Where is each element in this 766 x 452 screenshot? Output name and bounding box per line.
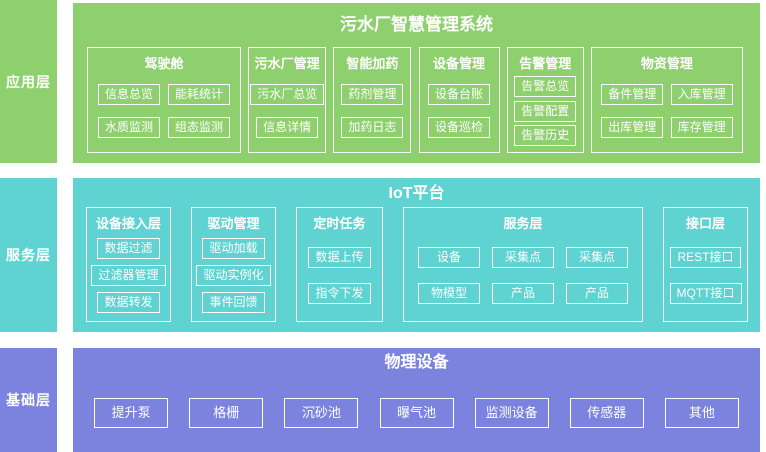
group-plant-management-title: 污水厂管理 (254, 56, 320, 71)
application-layer-panel: 污水厂智慧管理系统 驾驶舱 信息总览 能耗统计 水质监测 组态监测 污水厂管理 … (73, 3, 760, 163)
base-layer-panel: 物理设备 提升泵 格栅 沉砂池 曝气池 监测设备 传感器 其他 (73, 348, 760, 452)
node-reagent-management: 药剂管理 (341, 84, 404, 105)
base-panel-title: 物理设备 (384, 354, 449, 371)
group-driver-management-title: 驱动管理 (207, 216, 260, 231)
group-scheduled-tasks: 定时任务 数据上传 指令下发 (296, 207, 383, 322)
group-alarm-management: 告警管理 告警总览 告警配置 告警历史 (506, 47, 584, 153)
node-collection-point-2: 采集点 (566, 247, 628, 268)
node-alarm-config: 告警配置 (514, 100, 577, 122)
node-equipment-ledger: 设备台账 (428, 84, 491, 105)
node-data-filter: 数据过滤 (97, 238, 160, 259)
group-driver-management-items: 驱动加载 驱动实例化 事件回馈 (192, 232, 275, 321)
base-items: 提升泵 格栅 沉砂池 曝气池 监测设备 传感器 其他 (73, 373, 760, 452)
node-monitoring-equipment: 监测设备 (474, 397, 549, 428)
group-equipment-management-items: 设备台账 设备巡检 (420, 72, 499, 152)
node-command-dispatch: 指令下发 (308, 283, 371, 304)
layer-label-base: 基础层 (0, 348, 57, 452)
group-scheduled-tasks-items: 数据上传 指令下发 (297, 232, 382, 321)
node-dosing-log: 加药日志 (341, 117, 404, 138)
service-panel-title: IoT平台 (388, 185, 445, 202)
node-plant-overview: 污水厂总览 (250, 84, 325, 105)
node-lift-pump: 提升泵 (94, 397, 169, 428)
group-device-access-items: 数据过滤 过滤器管理 数据转发 (87, 232, 170, 321)
group-smart-dosing-items: 药剂管理 加药日志 (334, 72, 410, 152)
base-layer-row: 基础层 物理设备 提升泵 格栅 沉砂池 曝气池 监测设备 传感器 其他 (0, 348, 766, 452)
node-equipment-inspection: 设备巡检 (428, 117, 491, 138)
layer-label-base-text: 基础层 (6, 392, 51, 408)
layer-label-application: 应用层 (0, 0, 57, 163)
layer-label-service-text: 服务层 (6, 247, 51, 263)
service-groups: 设备接入层 数据过滤 过滤器管理 数据转发 驱动管理 驱动加载 驱动实例化 事件… (86, 207, 748, 322)
group-smart-dosing-title: 智能加药 (346, 56, 399, 71)
group-smart-dosing: 智能加药 药剂管理 加药日志 (333, 47, 412, 153)
group-plant-management-items: 污水厂总览 信息详情 (249, 72, 325, 152)
group-plant-management: 污水厂管理 污水厂总览 信息详情 (248, 47, 327, 153)
node-device: 设备 (418, 247, 480, 268)
application-layer-row: 应用层 污水厂智慧管理系统 驾驶舱 信息总览 能耗统计 水质监测 组态监测 污水… (0, 0, 766, 163)
node-inbound-management: 入库管理 (670, 84, 733, 105)
group-interface-layer-title: 接口层 (685, 216, 725, 231)
node-product-1: 产品 (492, 283, 554, 304)
group-service-sub-layer-items: 设备 采集点 采集点 物模型 产品 产品 (404, 232, 642, 321)
group-driver-management: 驱动管理 驱动加载 驱动实例化 事件回馈 (191, 207, 276, 322)
node-filter-management: 过滤器管理 (91, 265, 166, 286)
node-grille: 格栅 (189, 397, 264, 428)
group-material-management: 物资管理 备件管理 入库管理 出库管理 库存管理 (590, 47, 743, 153)
node-info-overview: 信息总览 (97, 84, 160, 105)
node-alarm-overview: 告警总览 (514, 75, 577, 97)
node-scada-monitor: 组态监测 (167, 117, 230, 138)
group-device-access-title: 设备接入层 (95, 216, 161, 231)
node-other: 其他 (664, 397, 739, 428)
node-energy-stats: 能耗统计 (167, 84, 230, 105)
node-rest-interface: REST接口 (670, 247, 741, 268)
group-alarm-management-items: 告警总览 告警配置 告警历史 (508, 72, 583, 152)
node-info-detail: 信息详情 (256, 117, 319, 138)
node-product-2: 产品 (566, 283, 628, 304)
group-material-management-title: 物资管理 (640, 56, 693, 71)
node-data-forwarding: 数据转发 (97, 292, 160, 313)
node-aeration-tank: 曝气池 (379, 397, 454, 428)
node-outbound-management: 出库管理 (601, 117, 664, 138)
node-collection-point-1: 采集点 (492, 247, 554, 268)
service-layer-row: 服务层 IoT平台 设备接入层 数据过滤 过滤器管理 数据转发 驱动管理 驱动加… (0, 178, 766, 332)
group-interface-layer: 接口层 REST接口 MQTT接口 (663, 207, 748, 322)
group-alarm-management-title: 告警管理 (519, 56, 572, 71)
node-driver-instantiation: 驱动实例化 (196, 265, 271, 286)
node-event-feedback: 事件回馈 (202, 292, 265, 313)
layer-label-service: 服务层 (0, 178, 57, 332)
node-spare-parts-management: 备件管理 (601, 84, 664, 105)
group-cockpit: 驾驶舱 信息总览 能耗统计 水质监测 组态监测 (87, 47, 241, 153)
node-sensor: 传感器 (569, 397, 644, 428)
group-cockpit-items: 信息总览 能耗统计 水质监测 组态监测 (88, 72, 240, 152)
group-equipment-management: 设备管理 设备台账 设备巡检 (418, 47, 500, 153)
group-interface-layer-items: REST接口 MQTT接口 (664, 232, 747, 321)
group-equipment-management-title: 设备管理 (433, 56, 486, 71)
group-scheduled-tasks-title: 定时任务 (313, 216, 366, 231)
layer-label-application-text: 应用层 (6, 73, 51, 90)
group-service-sub-layer: 服务层 设备 采集点 采集点 物模型 产品 产品 (403, 207, 643, 322)
node-driver-loading: 驱动加载 (202, 238, 265, 259)
group-service-sub-layer-title: 服务层 (503, 216, 543, 231)
node-water-quality-monitor: 水质监测 (97, 117, 160, 138)
node-mqtt-interface: MQTT接口 (669, 283, 742, 304)
group-material-management-items: 备件管理 入库管理 出库管理 库存管理 (592, 72, 742, 152)
group-cockpit-title: 驾驶舱 (144, 56, 184, 71)
application-panel-title: 污水厂智慧管理系统 (340, 15, 493, 34)
service-layer-panel: IoT平台 设备接入层 数据过滤 过滤器管理 数据转发 驱动管理 驱动加载 驱动… (73, 178, 760, 332)
node-alarm-history: 告警历史 (514, 125, 577, 147)
node-thing-model: 物模型 (418, 283, 480, 304)
node-data-upload: 数据上传 (308, 247, 371, 268)
node-inventory-management: 库存管理 (670, 117, 733, 138)
application-groups: 驾驶舱 信息总览 能耗统计 水质监测 组态监测 污水厂管理 污水厂总览 信息详情 (87, 47, 743, 153)
node-grit-chamber: 沉砂池 (284, 397, 359, 428)
group-device-access: 设备接入层 数据过滤 过滤器管理 数据转发 (86, 207, 171, 322)
